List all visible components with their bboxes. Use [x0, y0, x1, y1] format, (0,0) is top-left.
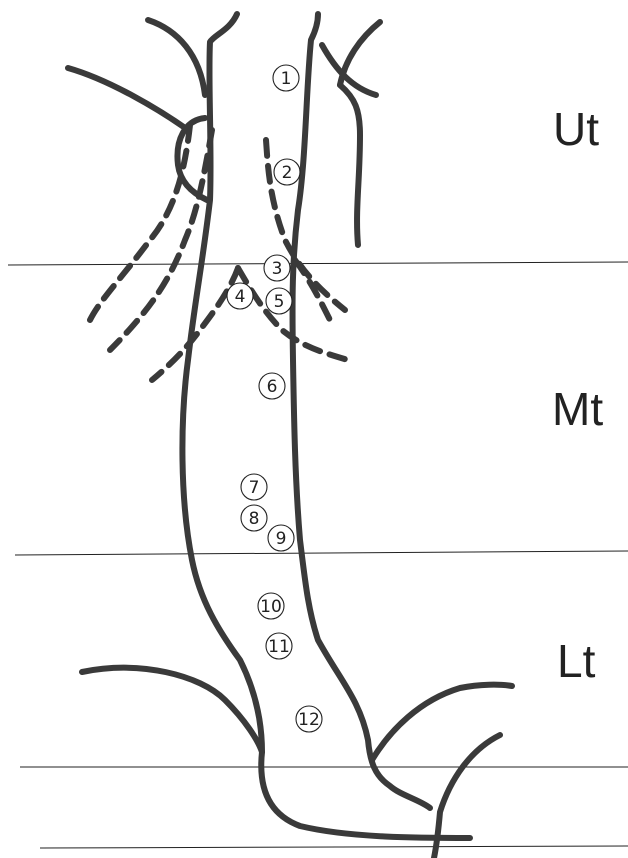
lower-left-curve — [82, 668, 262, 752]
svg-text:5: 5 — [274, 292, 285, 312]
esophagus-left-wall — [182, 14, 470, 838]
region-label-middle: Mt — [552, 383, 603, 435]
marker-11: 11 — [266, 633, 292, 659]
svg-text:3: 3 — [272, 259, 283, 279]
marker-9: 9 — [268, 525, 294, 551]
svg-text:8: 8 — [249, 509, 260, 529]
marker-5: 5 — [266, 288, 292, 314]
marker-8: 8 — [241, 505, 267, 531]
svg-text:11: 11 — [268, 637, 290, 657]
marker-10: 10 — [258, 593, 284, 619]
upper-left-curve — [68, 68, 188, 130]
boundary-line-2 — [15, 551, 628, 555]
marker-7: 7 — [241, 474, 267, 500]
upper-right-curve — [340, 85, 360, 245]
svg-text:6: 6 — [267, 377, 278, 397]
svg-text:12: 12 — [298, 710, 320, 730]
boundary-line-1 — [8, 262, 628, 265]
svg-text:10: 10 — [260, 597, 282, 617]
svg-text:2: 2 — [282, 163, 293, 183]
svg-text:4: 4 — [235, 287, 246, 307]
svg-text:7: 7 — [249, 478, 260, 498]
svg-text:1: 1 — [281, 69, 292, 89]
marker-3: 3 — [264, 255, 290, 281]
dashed-left-upper — [110, 130, 212, 350]
region-label-lower: Lt — [557, 635, 596, 687]
boundary-line-4 — [40, 846, 628, 848]
marker-4: 4 — [227, 283, 253, 309]
svg-text:9: 9 — [276, 529, 287, 549]
region-label-upper: Ut — [553, 103, 599, 155]
marker-2: 2 — [274, 159, 300, 185]
right-vessel — [322, 45, 376, 95]
marker-12: 12 — [296, 706, 322, 732]
marker-1: 1 — [273, 65, 299, 91]
lower-right-curve — [372, 685, 512, 760]
marker-6: 6 — [259, 373, 285, 399]
upper-left-arch — [148, 20, 205, 95]
